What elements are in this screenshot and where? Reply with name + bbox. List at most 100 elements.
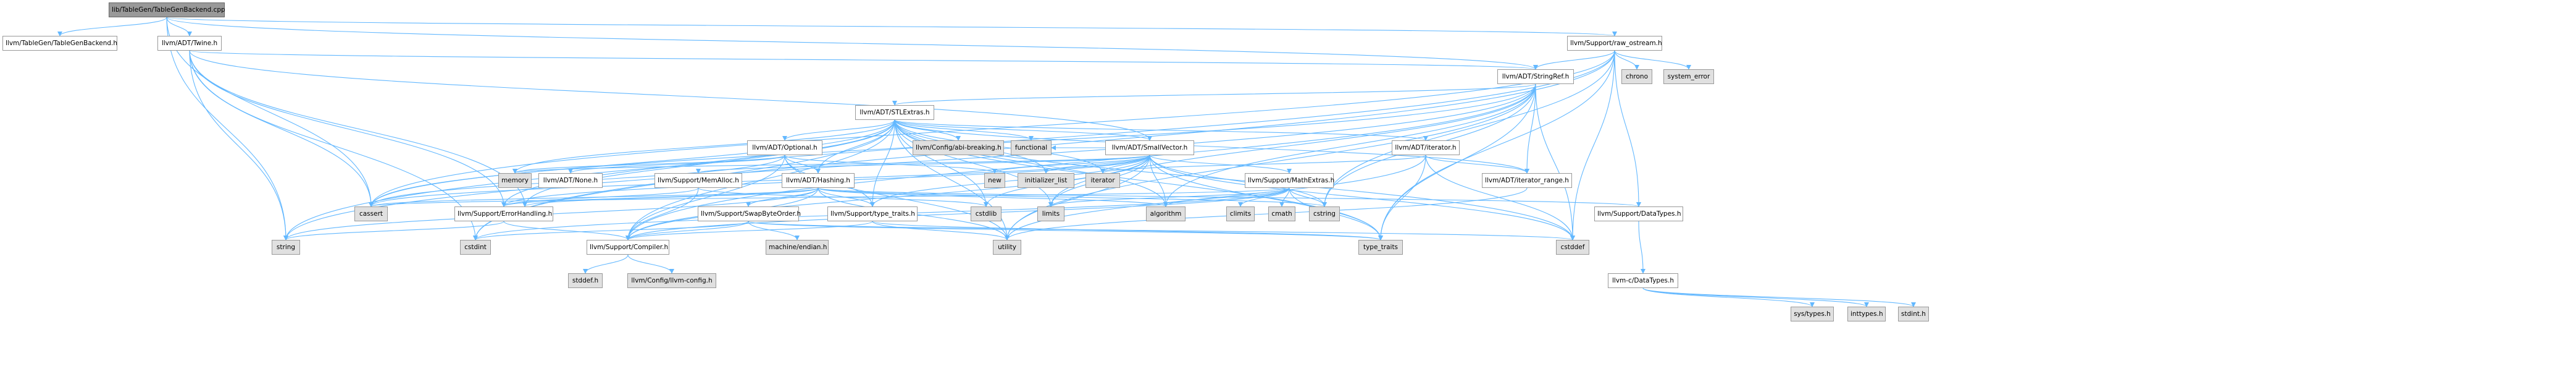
edge-smallvector-to-memory: [512, 155, 1150, 174]
edge-raw_ostream-to-stringref: [1533, 50, 1615, 70]
edge-c_datatypes-to-stdint: [1642, 287, 1916, 307]
edge-swapbyteorder-to-cstdint: [473, 221, 749, 240]
node-none-h[interactable]: llvm/ADT/None.h: [538, 173, 603, 188]
node-string[interactable]: string: [272, 240, 300, 255]
node-optional-h[interactable]: llvm/ADT/Optional.h: [747, 140, 822, 155]
edge-stringref-to-iterator_range: [1524, 83, 1536, 174]
edge-datatypes_h-to-c_datatypes: [1638, 221, 1646, 274]
edge-root-to-string: [166, 17, 288, 240]
edge-twine-to-string: [189, 50, 288, 240]
node-tablegenbackend-cpp[interactable]: lib/TableGen/TableGenBackend.cpp: [109, 2, 225, 17]
edge-type_traits_h-to-utility: [872, 221, 1010, 240]
node-new[interactable]: new: [984, 173, 1005, 188]
node-stddef-h[interactable]: stddef.h: [568, 273, 603, 288]
edge-mathextras-to-limits: [1048, 187, 1290, 207]
edge-twine-to-stringref: [189, 50, 1537, 70]
node-compiler-h[interactable]: llvm/Support/Compiler.h: [587, 240, 669, 255]
edge-twine-to-cstdint: [189, 50, 478, 240]
node-errorhandling-h[interactable]: llvm/Support/ErrorHandling.h: [454, 206, 553, 221]
edge-smallvector-to-type_traits_h: [870, 155, 1150, 207]
edge-stringref-to-stlextras: [892, 83, 1536, 106]
node-hashing-h[interactable]: llvm/ADT/Hashing.h: [782, 173, 855, 188]
edge-stlextras-to-memory: [512, 119, 895, 174]
node-llvm-config-h[interactable]: llvm/Config/llvm-config.h: [627, 273, 716, 288]
edge-root-to-twine: [166, 17, 192, 36]
edge-swapbyteorder-to-machine_endian: [748, 221, 800, 240]
node-chrono[interactable]: chrono: [1621, 69, 1652, 84]
edge-stringref-to-limits: [1048, 83, 1536, 207]
edge-raw_ostream-to-cstddef: [1570, 50, 1615, 240]
edge-type_traits_h-to-type_traits: [872, 221, 1383, 240]
edge-raw_ostream-to-system_error: [1614, 50, 1691, 70]
node-raw-ostream-h[interactable]: llvm/Support/raw_ostream.h: [1567, 36, 1662, 51]
node-system-error[interactable]: system_error: [1663, 69, 1714, 84]
edge-stlextras-to-optional: [782, 119, 895, 141]
edge-stlextras-to-cassert: [369, 119, 895, 207]
node-swapbyteorder-h[interactable]: llvm/Support/SwapByteOrder.h: [698, 206, 801, 221]
edge-stlextras-to-iterator_h: [894, 119, 1428, 141]
edge-stlextras-to-functional: [894, 119, 1034, 141]
edge-errorhandling-to-string: [283, 221, 504, 240]
node-type-traits[interactable]: type_traits: [1358, 240, 1403, 255]
edge-root-to-raw_ostream: [166, 17, 1616, 36]
edge-hashing-to-algorithm: [818, 187, 1168, 207]
edge-root-to-cassert: [166, 17, 374, 207]
edge-optional-to-compiler: [625, 155, 785, 240]
edge-smallvector-to-cstddef: [1149, 155, 1575, 240]
edge-stringref-to-cstddef: [1535, 83, 1575, 240]
node-support-datatypes-h[interactable]: llvm/Support/DataTypes.h: [1594, 206, 1683, 221]
edge-optional-to-hashing: [784, 155, 821, 174]
edge-iterator_h-to-iterator_range: [1425, 155, 1529, 174]
node-mathextras-h[interactable]: llvm/Support/MathExtras.h: [1245, 173, 1334, 188]
node-iterator-h[interactable]: llvm/ADT/iterator.h: [1392, 140, 1460, 155]
edge-optional-to-none: [568, 155, 785, 174]
edge-iterator_h-to-utility: [1005, 155, 1426, 240]
node-iterator-range-h[interactable]: llvm/ADT/iterator_range.h: [1482, 173, 1572, 188]
edge-root-to-tgb_h: [57, 17, 167, 36]
node-type-traits-h[interactable]: llvm/Support/type_traits.h: [827, 206, 918, 221]
node-cstdlib[interactable]: cstdlib: [971, 206, 1002, 221]
node-stlextras-h[interactable]: llvm/ADT/STLExtras.h: [855, 105, 934, 120]
node-memalloc-h[interactable]: llvm/Support/MemAlloc.h: [654, 173, 742, 188]
edge-stlextras-to-cstdlib: [894, 119, 989, 207]
node-cmath[interactable]: cmath: [1268, 206, 1295, 221]
edge-mathextras-to-climits: [1238, 187, 1290, 207]
edge-optional-to-new: [784, 155, 997, 174]
node-sys-types-h[interactable]: sys/types.h: [1791, 307, 1834, 321]
node-initializer-list[interactable]: initializer_list: [1018, 173, 1074, 188]
node-abi-breaking-h[interactable]: llvm/Config/abi-breaking.h: [913, 140, 1004, 155]
edge-root-to-stringref: [166, 17, 1538, 70]
node-cstring[interactable]: cstring: [1309, 206, 1340, 221]
edge-twine-to-smallvector: [189, 50, 1152, 141]
edge-stringref-to-type_traits: [1378, 83, 1536, 240]
node-limits[interactable]: limits: [1037, 206, 1064, 221]
node-cstdint[interactable]: cstdint: [460, 240, 491, 255]
node-inttypes-h[interactable]: inttypes.h: [1847, 307, 1886, 321]
edge-mathextras-to-compiler: [625, 187, 1290, 240]
node-cassert[interactable]: cassert: [354, 206, 388, 221]
node-tablegenbackend-h[interactable]: llvm/TableGen/TableGenBackend.h: [2, 36, 117, 51]
node-climits[interactable]: climits: [1226, 206, 1255, 221]
edge-hashing-to-cstring: [818, 187, 1327, 207]
edge-hashing-to-cassert: [369, 187, 819, 207]
node-utility[interactable]: utility: [993, 240, 1021, 255]
edge-raw_ostream-to-datatypes_h: [1614, 50, 1641, 207]
node-memory[interactable]: memory: [498, 173, 532, 188]
edge-smallvector-to-memalloc: [696, 155, 1150, 174]
node-smallvector-h[interactable]: llvm/ADT/SmallVector.h: [1105, 140, 1194, 155]
node-stdint-h[interactable]: stdint.h: [1898, 307, 1929, 321]
edge-stlextras-to-smallvector: [894, 119, 1152, 141]
node-machine-endian-h[interactable]: machine/endian.h: [766, 240, 829, 255]
edge-optional-to-utility: [784, 155, 1010, 240]
node-algorithm[interactable]: algorithm: [1146, 206, 1186, 221]
node-iterator[interactable]: iterator: [1085, 173, 1120, 188]
node-functional[interactable]: functional: [1011, 140, 1052, 155]
edge-twine-to-errorhandling: [189, 50, 506, 207]
edge-stringref-to-algorithm: [1163, 83, 1536, 207]
edge-stlextras-to-iterator_range: [894, 119, 1529, 174]
node-twine-h[interactable]: llvm/ADT/Twine.h: [157, 36, 222, 51]
node-cstddef[interactable]: cstddef: [1556, 240, 1589, 255]
node-stringref-h[interactable]: llvm/ADT/StringRef.h: [1497, 69, 1574, 84]
node-c-datatypes-h[interactable]: llvm-c/DataTypes.h: [1608, 273, 1678, 288]
